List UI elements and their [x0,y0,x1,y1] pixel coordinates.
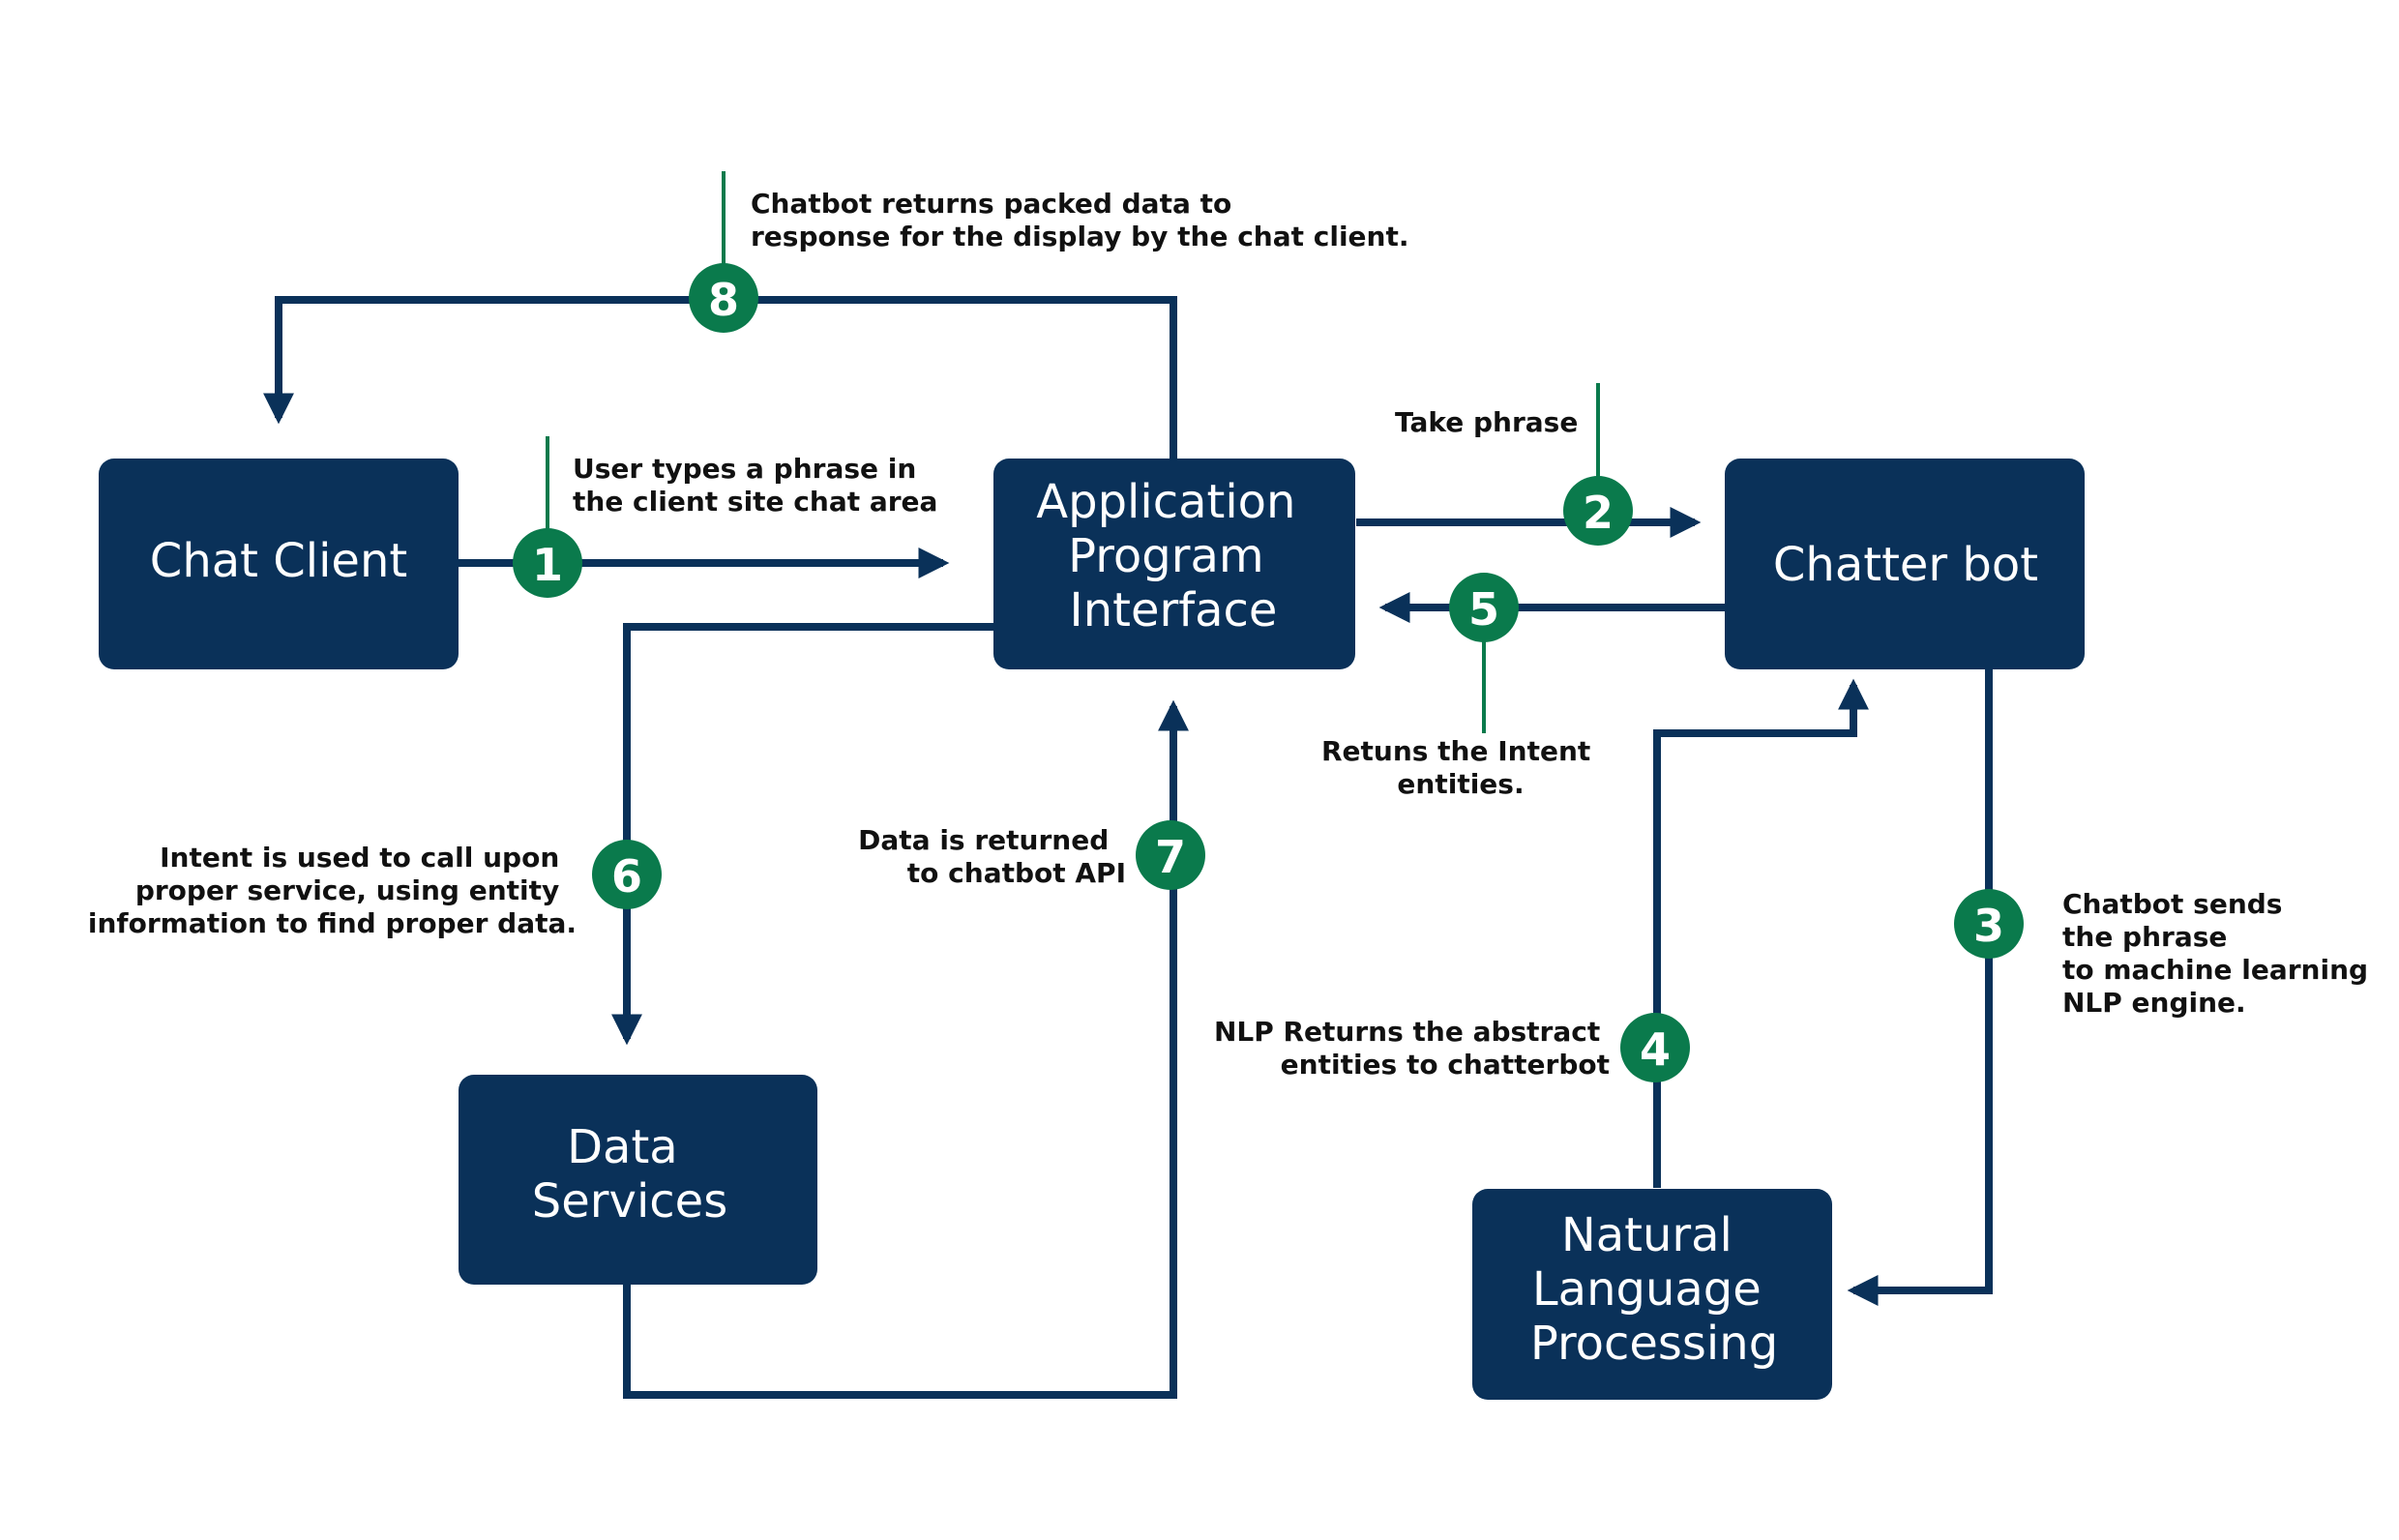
step-badge-2: 2 [1563,476,1633,546]
step-6-note: Intent is used to call upon proper servi… [88,842,577,939]
api-label-line-2: Program [1068,529,1264,583]
step-4-note-line-1: NLP Returns the abstract [1214,1016,1600,1048]
api-box: Application Program Interface [993,459,1355,669]
step-number-5: 5 [1468,583,1499,636]
step-1-note-line-2: the client site chat area [573,486,937,518]
step-5-note-line-1: Retuns the Intent [1321,735,1590,767]
nlp-label-line-1: Natural [1561,1208,1733,1262]
step-4-note: NLP Returns the abstract entities to cha… [1214,1016,1610,1081]
arrow-data-services-to-api [623,699,1189,1399]
step-number-1: 1 [532,539,563,591]
chat-client-label: Chat Client [150,534,407,588]
step-8-note: Chatbot returns packed data to response … [751,188,1409,252]
svg-text:Natural Language: Natural Language Processing [1530,1208,1778,1371]
step-6-note-line-3: information to find proper data. [88,907,577,939]
step-badge-4: 4 [1620,1013,1690,1082]
api-label-line-3: Interface [1070,583,1278,637]
step-7-note-line-2: to chatbot API [907,857,1126,889]
step-5-note-line-2: entities. [1397,768,1524,800]
nlp-label-line-3: Processing [1530,1317,1778,1371]
nlp-box: Natural Language Processing [1472,1189,1832,1400]
step-badge-1: 1 [513,528,582,598]
arrow-chatter-bot-to-nlp [1847,669,1993,1306]
step-badge-6: 6 [592,840,662,909]
data-services-label-line-1: Data [567,1120,678,1174]
step-number-6: 6 [611,850,642,903]
step-7-note-line-1: Data is returned [858,824,1109,856]
step-3-note-line-4: NLP engine. [2062,987,2246,1019]
step-badge-7: 7 [1136,820,1205,890]
svg-text:Data Services: Data Services [532,1120,727,1229]
step-3-note-line-1: Chatbot sends [2062,888,2282,920]
chatter-bot-box: Chatter bot [1725,459,2085,669]
step-1-note-line-1: User types a phrase in [573,453,916,485]
step-badge-8: 8 [689,263,758,333]
svg-text:Chat Client: Chat Client [150,534,407,588]
step-number-4: 4 [1640,1023,1671,1076]
step-6-note-line-1: Intent is used to call upon [160,842,559,874]
svg-text:Chatter bot: Chatter bot [1773,538,2038,592]
svg-text:Application Program: Application Program Interface [1036,475,1310,637]
step-8-note-line-2: response for the display by the chat cli… [751,221,1409,252]
chat-client-box: Chat Client [99,459,459,669]
step-2-note-line-1: Take phrase [1395,406,1578,438]
data-services-label-line-2: Services [532,1174,727,1229]
step-3-note-line-3: to machine learning [2062,954,2368,986]
nlp-label-line-2: Language [1532,1262,1762,1317]
data-services-box: Data Services [459,1075,817,1285]
step-number-2: 2 [1583,487,1614,539]
arrow-nlp-to-chatter-bot [1653,678,1869,1188]
step-3-note-line-2: the phrase [2062,921,2227,953]
step-badge-5: 5 [1449,573,1519,642]
step-7-note: Data is returned to chatbot API [858,824,1126,889]
step-number-7: 7 [1155,831,1186,883]
api-label-line-1: Application [1036,475,1295,529]
chatter-bot-label: Chatter bot [1773,538,2038,592]
step-5-note: Retuns the Intent entities. [1321,735,1600,800]
step-number-3: 3 [1973,900,2004,952]
step-6-note-line-2: proper service, using entity [135,874,559,906]
step-3-note: Chatbot sends the phrase to machine lear… [2062,888,2378,1019]
step-2-note: Take phrase [1395,406,1578,438]
step-badge-3: 3 [1954,889,2024,959]
step-1-note: User types a phrase in the client site c… [573,453,937,518]
step-4-note-line-2: entities to chatterbot [1281,1049,1610,1081]
step-number-8: 8 [708,274,739,326]
step-8-note-line-1: Chatbot returns packed data to [751,188,1231,220]
